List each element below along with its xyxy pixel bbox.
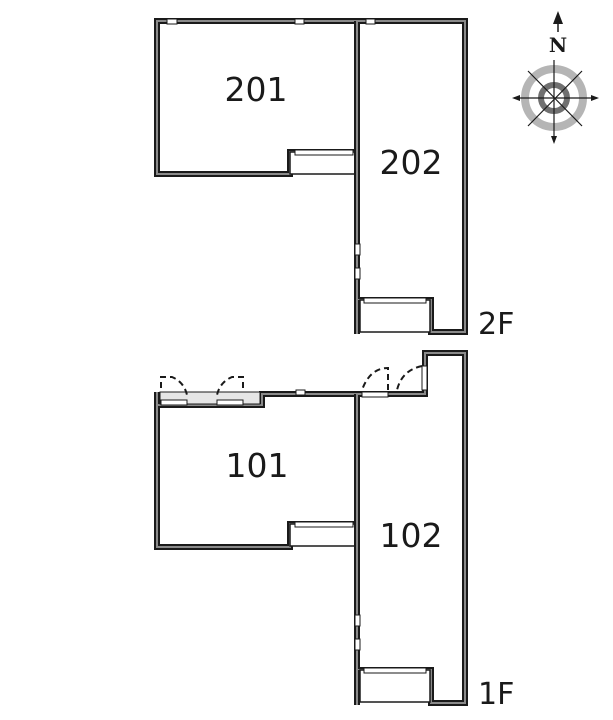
- unit-label-101: 101: [226, 446, 289, 485]
- north-label: N: [549, 33, 567, 57]
- floor-label-1f: 1F: [478, 677, 514, 712]
- window-101-balcony: [294, 521, 354, 528]
- window-201-top-left: [166, 18, 178, 25]
- floor-label-2f: 2F: [478, 307, 514, 342]
- door-101-b[interactable]: [216, 399, 244, 406]
- door-102-side[interactable]: [421, 365, 428, 391]
- west-arrow-icon: [512, 95, 520, 101]
- window-102-side-1: [354, 614, 361, 627]
- window-202-side-1: [354, 243, 361, 256]
- window-101-top: [295, 389, 306, 396]
- door-101-a[interactable]: [160, 399, 188, 406]
- unit-202-walls: [354, 18, 468, 335]
- window-202-side-2: [354, 267, 361, 280]
- window-201-top-right: [294, 18, 305, 25]
- door-swing-102-a: [361, 366, 389, 391]
- window-102-balcony: [363, 667, 427, 674]
- compass-lines: [514, 60, 597, 140]
- window-201-balcony: [294, 149, 354, 156]
- unit-label-202: 202: [380, 143, 443, 182]
- door-102[interactable]: [361, 391, 389, 398]
- balcony-202: [359, 299, 431, 333]
- window-202-top: [365, 18, 376, 25]
- floor-1f: 101 102 1F: [154, 350, 514, 712]
- window-202-balcony: [363, 297, 427, 304]
- unit-label-201: 201: [225, 70, 288, 109]
- floor-2f: 201 202 2F: [154, 18, 514, 342]
- unit-label-102: 102: [380, 516, 443, 555]
- door-swing-101-b: [216, 376, 244, 396]
- south-arrow-icon: [551, 136, 557, 144]
- north-arrow-icon: [553, 11, 563, 32]
- window-102-side-2: [354, 638, 361, 651]
- door-swing-102-b: [396, 365, 423, 391]
- east-arrow-icon: [591, 95, 599, 101]
- compass-rose: N: [512, 11, 599, 144]
- door-swing-101-a: [160, 376, 188, 396]
- balcony-102: [359, 669, 431, 703]
